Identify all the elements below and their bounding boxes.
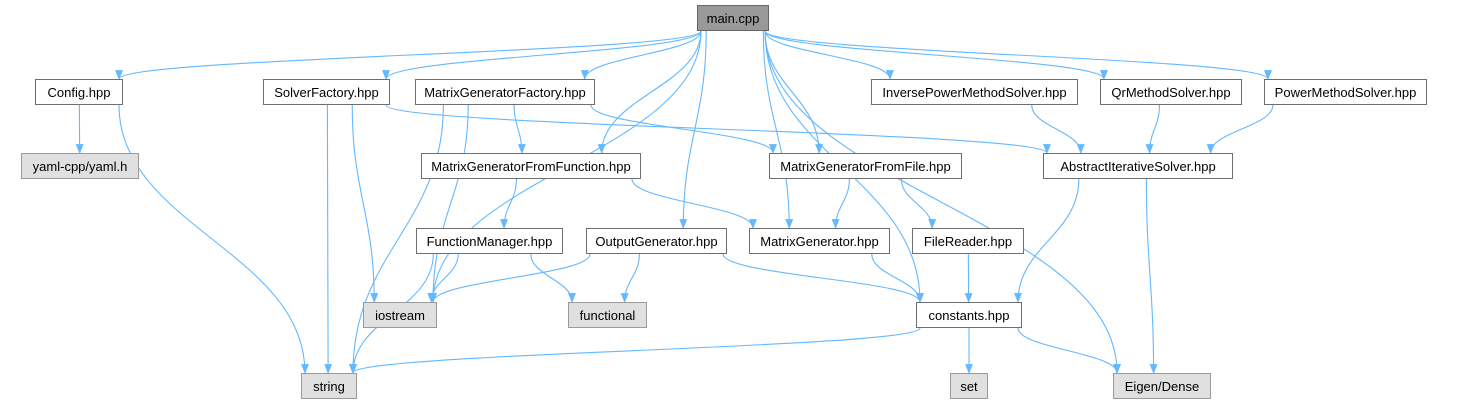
edge-solverfactory-to-iostream (351, 104, 379, 303)
node-eigen-dense: Eigen/Dense (1113, 373, 1211, 399)
edge-outgen-to-iostream (429, 253, 591, 303)
edge-config-to-string (118, 104, 309, 374)
edge-main-to-eigen (764, 30, 1121, 374)
node-set: set (950, 373, 988, 399)
edge-mgfile-to-matgen (831, 178, 850, 229)
edge-main-to-qr (764, 30, 1108, 80)
node-yaml-h: yaml-cpp/yaml.h (21, 153, 139, 179)
edge-constants-to-string (349, 327, 921, 374)
node-file-reader-hpp[interactable]: FileReader.hpp (912, 228, 1024, 254)
edge-main-to-matgen (762, 30, 794, 229)
edge-mgfactory-to-mgfile (590, 104, 777, 154)
node-power-method-solver-hpp[interactable]: PowerMethodSolver.hpp (1264, 79, 1427, 105)
edge-qr-to-abstract (1145, 104, 1160, 154)
edge-invpower-to-abstract (1031, 104, 1085, 154)
edge-funcmgr-to-functional (530, 253, 576, 303)
edge-mgfunction-to-funcmgr (500, 178, 518, 229)
edge-main-to-mgfile (764, 30, 824, 154)
edge-solverfactory-to-string (324, 104, 333, 374)
node-inverse-power-method-solver-hpp[interactable]: InversePowerMethodSolver.hpp (871, 79, 1078, 105)
edge-main-to-power (764, 30, 1272, 80)
node-matrix-generator-from-file-hpp[interactable]: MatrixGeneratorFromFile.hpp (769, 153, 962, 179)
edge-main-to-solverfactory (382, 30, 702, 80)
node-qr-method-solver-hpp[interactable]: QrMethodSolver.hpp (1100, 79, 1242, 105)
node-matrix-generator-from-function-hpp[interactable]: MatrixGeneratorFromFunction.hpp (421, 153, 641, 179)
edge-main-to-invpower (764, 30, 894, 80)
node-matrix-generator-hpp[interactable]: MatrixGenerator.hpp (749, 228, 890, 254)
edge-outgen-to-constants (722, 253, 924, 303)
node-output-generator-hpp[interactable]: OutputGenerator.hpp (586, 228, 727, 254)
edge-abstract-to-constants (1014, 178, 1080, 303)
node-iostream: iostream (363, 302, 437, 328)
dependency-edges (75, 30, 1274, 374)
edge-mgfactory-to-string (349, 104, 444, 374)
edge-outgen-to-functional (620, 253, 640, 303)
edge-power-to-abstract (1206, 104, 1274, 154)
edge-solverfactory-to-abstract (385, 104, 1051, 154)
node-solver-factory-hpp[interactable]: SolverFactory.hpp (263, 79, 390, 105)
edge-main-to-mgfactory (580, 30, 702, 80)
edge-mgfile-to-filereader (900, 178, 937, 229)
edge-main-to-outgen (679, 30, 707, 229)
node-string: string (301, 373, 357, 399)
edge-mgfactory-to-mgfunction (513, 104, 526, 154)
node-constants-hpp[interactable]: constants.hpp (916, 302, 1022, 328)
edge-mgfunction-to-matgen (631, 178, 757, 229)
node-function-manager-hpp[interactable]: FunctionManager.hpp (416, 228, 563, 254)
node-config-hpp[interactable]: Config.hpp (35, 79, 123, 105)
node-functional: functional (568, 302, 647, 328)
edge-abstract-to-eigen (1145, 178, 1158, 374)
edge-mgfactory-to-iostream (429, 104, 469, 303)
edge-matgen-to-constants (871, 253, 924, 303)
edge-main-to-mgfunction (597, 30, 702, 154)
edge-constants-to-eigen (1017, 327, 1121, 374)
node-abstract-iterative-solver-hpp[interactable]: AbstractIterativeSolver.hpp (1043, 153, 1233, 179)
node-matrix-generator-factory-hpp[interactable]: MatrixGeneratorFactory.hpp (415, 79, 595, 105)
node-main-cpp: main.cpp (697, 5, 769, 31)
edge-main-to-config (115, 30, 702, 80)
